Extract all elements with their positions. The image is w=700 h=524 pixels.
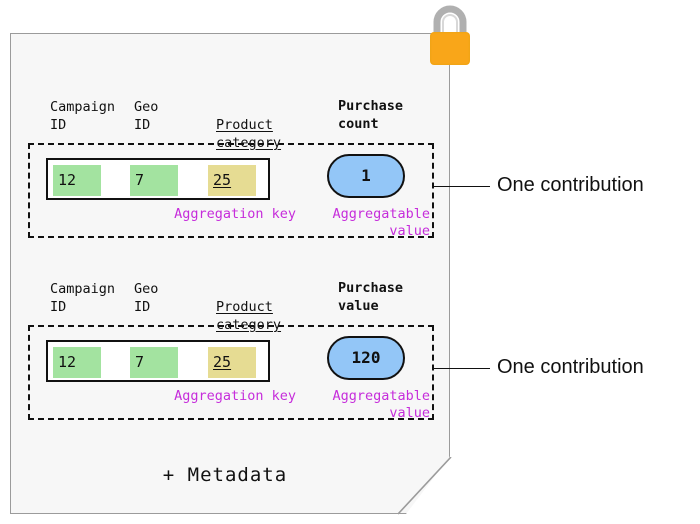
aggregation-key-box-2: 12 7 25 (46, 340, 270, 382)
contribution-dashed-boundary-1: 12 7 25 1 Aggregation key Aggregatable v… (28, 143, 434, 239)
header-geo-id-2: Geo ID (134, 281, 159, 315)
contribution-dashed-boundary-2: 12 7 25 120 Aggregation key Aggregatable… (28, 325, 434, 421)
page-corner-fold-icon (397, 457, 452, 515)
aggregatable-value-caption-2: Aggregatable value (332, 388, 430, 421)
padlock-icon (430, 5, 470, 65)
contribution-row-1: Campaign ID Geo ID Product category Purc… (28, 96, 434, 239)
key-cell-product-category-text-2: 25 (213, 353, 232, 371)
header-geo-id-1: Geo ID (134, 99, 159, 133)
key-cell-product-category-1: 25 (208, 165, 256, 196)
key-cell-product-category-text-1: 25 (213, 171, 232, 189)
contribution-row-2: Campaign ID Geo ID Product category Purc… (28, 278, 434, 421)
callout-leader-line-1 (434, 186, 490, 187)
header-campaign-id-2: Campaign ID (50, 281, 116, 315)
key-cell-campaign-id-1: 12 (53, 165, 101, 196)
key-cell-campaign-id-2: 12 (53, 347, 101, 378)
callout-leader-line-2 (434, 368, 490, 369)
key-cell-geo-id-1: 7 (130, 165, 178, 196)
callout-label-1: One contribution (497, 174, 644, 196)
column-headers-1: Campaign ID Geo ID Product category Purc… (28, 96, 434, 151)
aggregation-key-box-1: 12 7 25 (46, 158, 270, 200)
callout-label-2: One contribution (497, 356, 644, 378)
header-campaign-id-1: Campaign ID (50, 99, 116, 133)
key-cell-geo-id-2: 7 (130, 347, 178, 378)
aggregatable-value-caption-1: Aggregatable value (332, 206, 430, 239)
metadata-label: + Metadata (162, 464, 288, 486)
aggregation-key-caption-2: Aggregation key (174, 388, 296, 404)
aggregatable-value-bubble-2: 120 (327, 336, 405, 380)
header-metric-2: Purchase value (338, 280, 404, 314)
aggregation-key-caption-1: Aggregation key (174, 206, 296, 222)
key-cell-product-category-2: 25 (208, 347, 256, 378)
aggregatable-value-bubble-1: 1 (327, 154, 405, 198)
column-headers-2: Campaign ID Geo ID Product category Purc… (28, 278, 434, 333)
report-page-card (10, 33, 450, 514)
header-metric-1: Purchase count (338, 98, 404, 132)
